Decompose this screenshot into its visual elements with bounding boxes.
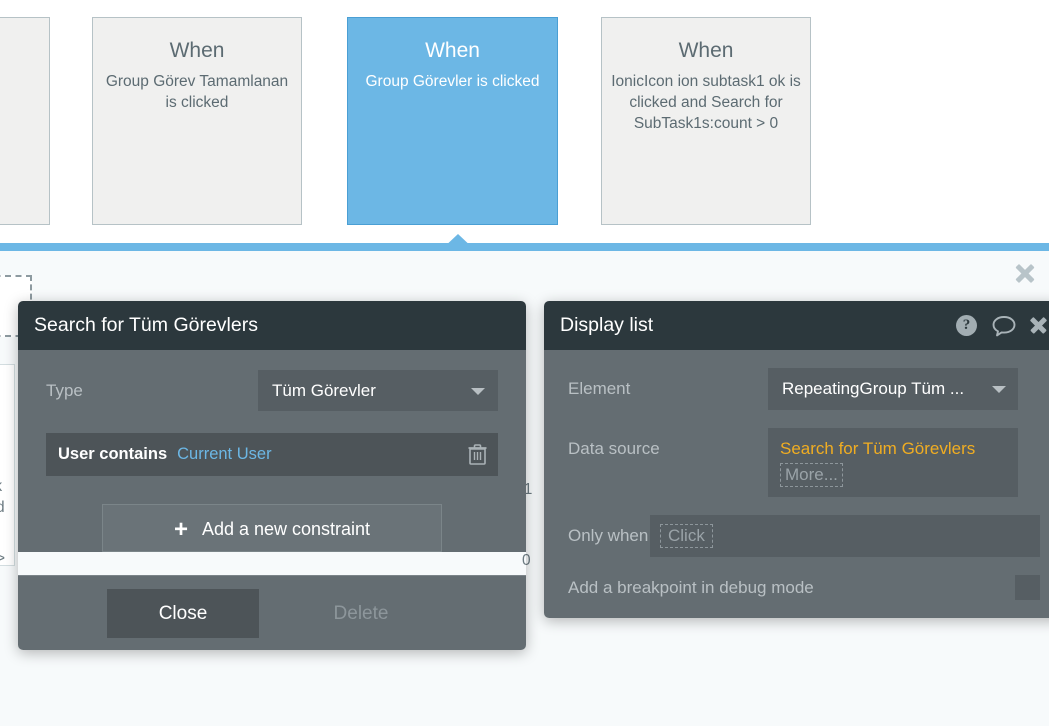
search-dialog-body: Type Tüm Görevler User contains Current … <box>18 350 526 552</box>
workflow-card-3-selected[interactable]: When Group Görevler is clicked <box>347 17 558 225</box>
help-icon[interactable]: ? <box>956 315 977 336</box>
element-row: Element RepeatingGroup Tüm ... <box>544 368 1049 410</box>
workflow-card-title: When <box>0 38 49 64</box>
display-dialog-body: Element RepeatingGroup Tüm ... Data sour… <box>544 350 1049 618</box>
breakpoint-label: Add a breakpoint in debug mode <box>568 577 814 597</box>
background-text-fragment: d <box>0 499 5 516</box>
display-dialog-header: Display list ? <box>544 301 1049 350</box>
search-constraints-dialog: Search for Tüm Görevlers Type Tüm Görevl… <box>18 301 526 650</box>
chevron-down-icon <box>992 386 1006 393</box>
add-constraint-label: Add a new constraint <box>201 519 371 539</box>
trash-icon[interactable] <box>468 444 487 465</box>
workflow-card-title: When <box>678 39 734 62</box>
display-dialog-title: Display list <box>560 314 654 336</box>
data-source-value[interactable]: Search for Tüm Görevlers <box>780 439 976 458</box>
plus-icon: + <box>173 516 188 543</box>
background-text-fragment: 0 <box>522 552 531 569</box>
background-text-fragment: ask <box>0 476 2 497</box>
comment-icon[interactable] <box>992 315 1016 337</box>
type-select-value: Tüm Görevler <box>272 381 376 400</box>
background-text-fragment: > <box>0 550 6 567</box>
breakpoint-row: Add a breakpoint in debug mode <box>544 575 1049 600</box>
workflow-card-2[interactable]: When Group Görev Tamamlanan is clicked <box>92 17 302 225</box>
background-card <box>0 364 15 566</box>
workflow-card-4[interactable]: When IonicIcon ion subtask1 ok is clicke… <box>601 17 811 225</box>
workflow-accent-bar <box>0 243 1049 251</box>
data-source-field[interactable]: Search for Tüm Görevlers More... <box>768 428 1018 497</box>
constraint-key: User contains <box>58 445 168 463</box>
chevron-down-icon <box>471 388 485 395</box>
search-dialog-title: Search for Tüm Görevlers <box>34 314 258 336</box>
only-when-row: Only when Click <box>544 515 1049 557</box>
workflow-card-subtitle: IonicIcon ion subtask1 ok is clicked and… <box>611 73 801 132</box>
display-list-dialog: Display list ? Element RepeatingGroup Tü… <box>544 301 1049 618</box>
workflow-card-title: When <box>425 39 480 62</box>
type-select[interactable]: Tüm Görevler <box>258 370 498 411</box>
only-when-wrap: Click <box>650 515 1040 557</box>
workflow-card-subtitle: Group Görevler is clicked <box>365 73 540 90</box>
constraint-row[interactable]: User contains Current User <box>46 433 498 476</box>
close-icon[interactable] <box>1029 316 1048 335</box>
data-source-label: Data source <box>568 439 660 458</box>
element-select[interactable]: RepeatingGroup Tüm ... <box>768 368 1018 410</box>
only-when-label: Only when <box>568 526 649 545</box>
workflow-event-strip: When …en is When Group Görev Tamamlanan … <box>0 0 1049 240</box>
pane-close-icon[interactable] <box>1013 261 1037 285</box>
data-source-more-link[interactable]: More... <box>780 463 843 487</box>
only-when-field[interactable]: Click <box>650 515 1040 557</box>
search-dialog-footer: Close Delete <box>18 575 526 650</box>
only-when-value[interactable]: Click <box>660 524 713 548</box>
workflow-card-1[interactable]: When …en is <box>0 17 50 225</box>
workflow-card-subtitle: Group Görev Tamamlanan is clicked <box>105 73 289 111</box>
close-button[interactable]: Close <box>107 588 259 638</box>
data-source-row: Data source Search for Tüm Görevlers Mor… <box>544 428 1049 497</box>
type-row: Type Tüm Görevler <box>46 370 498 411</box>
display-dialog-header-icons: ? <box>956 315 1048 337</box>
add-constraint-button[interactable]: + Add a new constraint <box>102 504 442 552</box>
delete-button: Delete <box>333 602 389 624</box>
search-dialog-header: Search for Tüm Görevlers <box>18 301 526 350</box>
breakpoint-checkbox[interactable] <box>1015 575 1040 600</box>
type-label: Type <box>46 380 83 400</box>
workflow-card-subtitle: …en is <box>0 71 49 92</box>
element-select-value: RepeatingGroup Tüm ... <box>782 379 965 398</box>
element-label: Element <box>568 379 631 398</box>
workflow-card-title: When <box>169 39 225 62</box>
constraint-value[interactable]: Current User <box>177 445 272 463</box>
